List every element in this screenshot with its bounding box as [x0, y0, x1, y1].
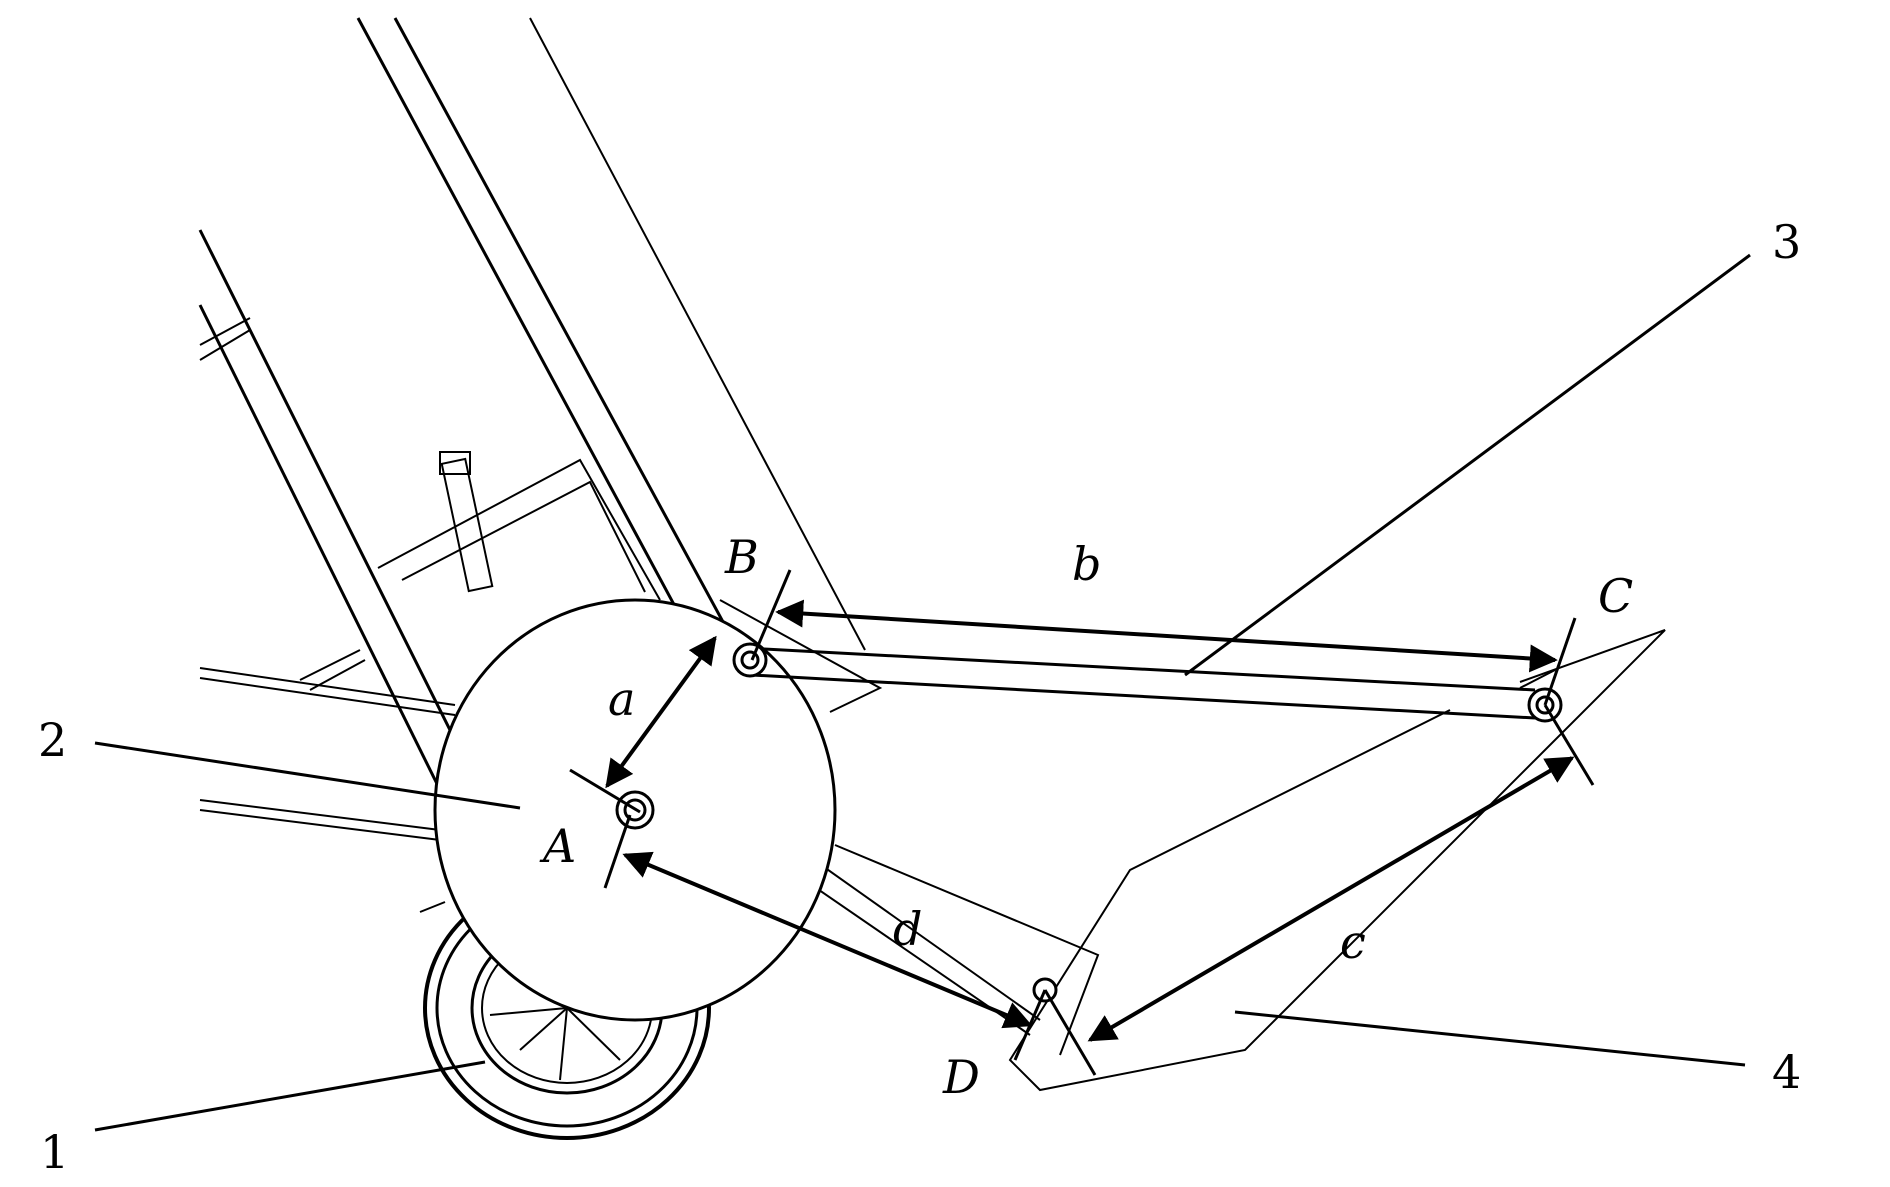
link-d-arrow — [622, 851, 1033, 1029]
dimension-ticks — [569, 569, 1595, 1076]
leader-3 — [1184, 253, 1751, 677]
label-point-A: A — [539, 819, 576, 873]
label-point-C: C — [1598, 569, 1633, 623]
label-part-3: 3 — [1772, 215, 1801, 269]
label-point-B: B — [724, 530, 759, 584]
label-link-c: c — [1340, 915, 1366, 969]
coupler-bar — [744, 646, 1556, 720]
label-part-4: 4 — [1772, 1045, 1801, 1099]
link-a-arrow — [605, 635, 717, 789]
link-c-arrow — [1087, 756, 1575, 1042]
dimension-arrows — [605, 599, 1575, 1042]
label-part-2: 2 — [38, 713, 67, 767]
leader-lines — [94, 253, 1751, 1132]
frame-structure — [198, 17, 883, 841]
lower-rail — [789, 844, 1100, 1056]
label-link-a: a — [608, 672, 635, 726]
label-link-b: b — [1072, 537, 1101, 591]
label-point-D: D — [942, 1050, 980, 1104]
leader-4 — [1234, 1010, 1746, 1067]
label-part-1: 1 — [40, 1125, 69, 1179]
link-b-arrow — [775, 599, 1558, 673]
rocker-plate — [1008, 629, 1666, 1092]
label-link-d: d — [893, 902, 922, 956]
leader-2 — [94, 741, 521, 810]
leader-1 — [94, 1060, 486, 1132]
joint-B — [732, 642, 768, 678]
